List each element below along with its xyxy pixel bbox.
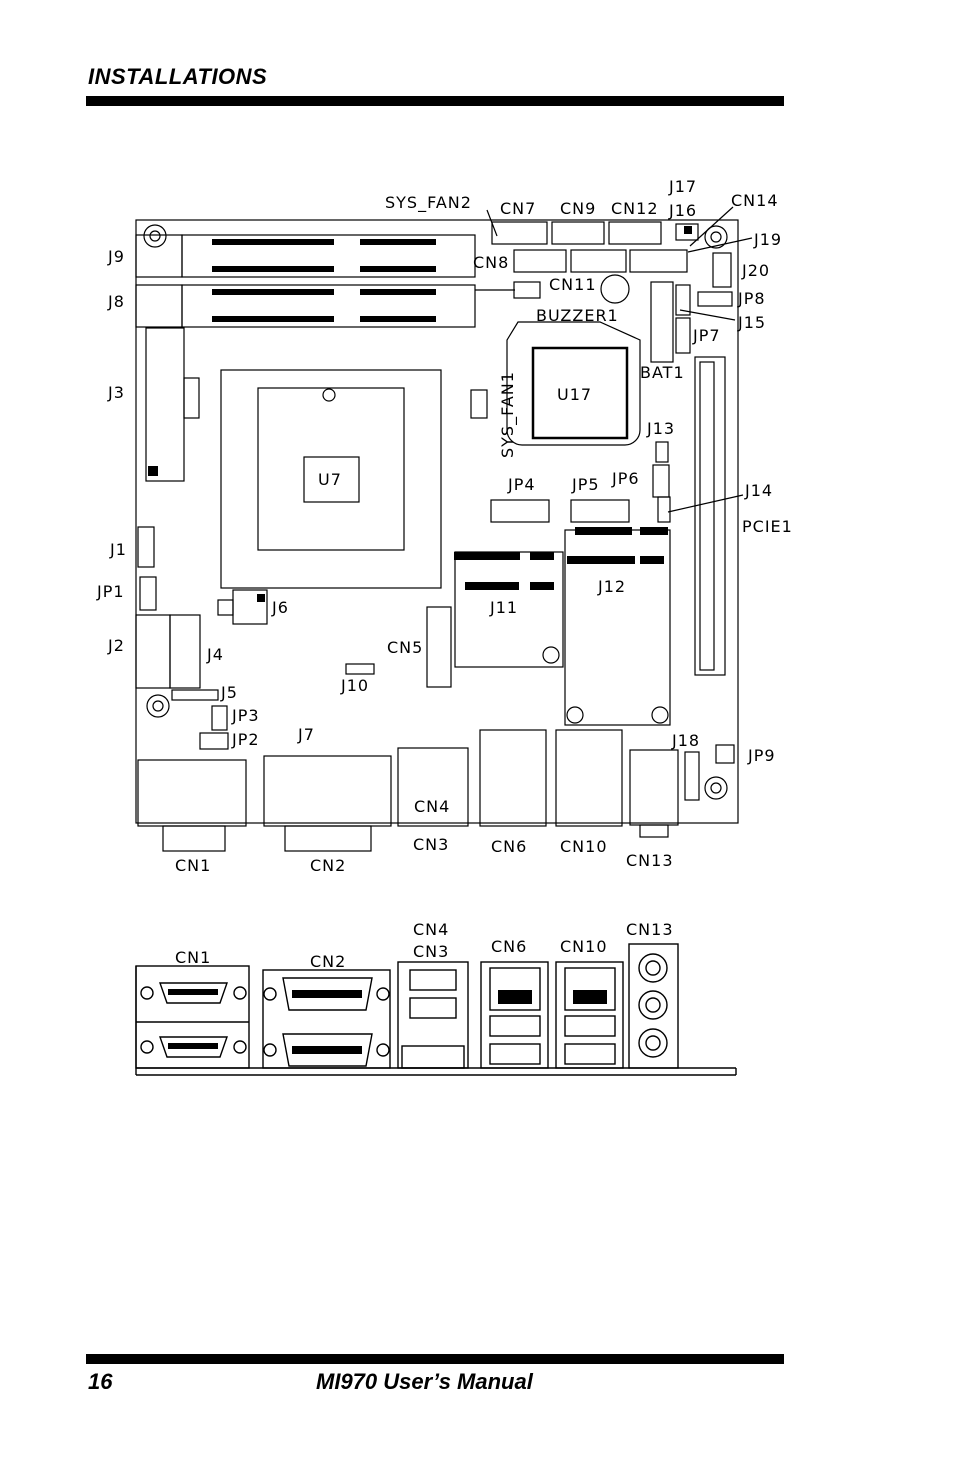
pcie1-slot: [694, 356, 726, 676]
cn11-connector: [570, 249, 627, 273]
label-jp8: JP8: [737, 289, 766, 308]
footer-rule: [86, 1354, 784, 1364]
rear-cn13: [628, 943, 679, 1069]
label-j9: J9: [107, 247, 125, 266]
label-cn4: CN4: [414, 797, 450, 816]
label-j10: J10: [340, 676, 369, 695]
label-j1: J1: [109, 540, 127, 559]
label-j2: J2: [107, 636, 125, 655]
label-j20: J20: [741, 261, 770, 280]
label-cn8: CN8: [473, 253, 509, 272]
label-pcie1: PCIE1: [742, 517, 793, 536]
label-bat1: BAT1: [640, 363, 685, 382]
cpu-socket: [220, 369, 442, 589]
label-cn13: CN13: [626, 851, 674, 870]
label-j19: J19: [753, 230, 782, 249]
u17-heatsink: [506, 321, 641, 446]
label-cn14: CN14: [731, 191, 779, 210]
label-j8: J8: [107, 292, 125, 311]
rear-label-cn3: CN3: [413, 942, 449, 961]
label-jp9: JP9: [747, 746, 776, 765]
jp5: [570, 499, 630, 523]
rear-cn10: [555, 961, 624, 1069]
label-j11: J11: [489, 598, 518, 617]
buzzer: [600, 274, 630, 304]
cn6-body: [479, 729, 547, 827]
label-cn6: CN6: [491, 837, 527, 856]
label-jp2: JP2: [231, 730, 260, 749]
label-j6: J6: [271, 598, 289, 617]
section-header: INSTALLATIONS: [88, 64, 268, 89]
label-sys-fan1: SYS_FAN1: [498, 371, 518, 458]
rear-labels: CN1 CN2 CN4 CN3 CN6 CN10 CN13: [175, 920, 674, 971]
u7-chip: [303, 456, 360, 503]
rear-label-cn6: CN6: [491, 937, 527, 956]
label-jp7: JP7: [692, 326, 721, 345]
label-cn11: CN11: [549, 275, 597, 294]
label-j12: J12: [597, 577, 626, 596]
label-j7: J7: [297, 725, 315, 744]
rear-label-cn10: CN10: [560, 937, 608, 956]
rear-label-cn2: CN2: [310, 952, 346, 971]
page-number: 16: [88, 1369, 113, 1394]
label-jp1: JP1: [96, 582, 125, 601]
cn5-header: [426, 606, 452, 688]
label-jp5: JP5: [571, 475, 600, 494]
label-jp3: JP3: [231, 706, 260, 725]
label-jp6: JP6: [611, 469, 640, 488]
rear-cn2: [262, 969, 391, 1069]
label-j17: J17: [668, 177, 697, 196]
rear-panel: [135, 943, 737, 1076]
label-j14: J14: [744, 481, 773, 500]
cn12-connector: [608, 221, 662, 245]
label-jp4: JP4: [507, 475, 536, 494]
rear-cn1: [135, 965, 250, 1069]
cn7-connector: [491, 221, 548, 245]
cn3-body: [397, 747, 469, 827]
label-cn12: CN12: [611, 199, 659, 218]
label-u7: U7: [318, 470, 342, 489]
label-cn3: CN3: [413, 835, 449, 854]
j2-header: [135, 614, 171, 689]
u17-chip: [531, 346, 629, 440]
label-u17: U17: [557, 385, 592, 404]
rear-cn3-cn4: [397, 961, 469, 1069]
label-cn7: CN7: [500, 199, 536, 218]
manual-title: MI970 User’s Manual: [316, 1369, 533, 1394]
label-cn10: CN10: [560, 837, 608, 856]
bat1: [650, 281, 674, 363]
label-sys-fan2: SYS_FAN2: [385, 193, 472, 213]
label-buzzer1: BUZZER1: [536, 306, 619, 325]
label-cn1: CN1: [175, 856, 211, 875]
rear-label-cn13: CN13: [626, 920, 674, 939]
label-j18: J18: [671, 731, 700, 750]
label-j15: J15: [737, 313, 766, 332]
jp4: [490, 499, 550, 523]
board-labels: SYS_FAN2 CN7 CN9 CN12 J17 J16 CN14 J19 J…: [96, 177, 793, 875]
header-rule: [86, 96, 784, 106]
j3-header: [145, 327, 185, 482]
cn13-body: [629, 749, 679, 826]
label-cn5: CN5: [387, 638, 423, 657]
j4-header: [169, 614, 201, 689]
label-cn9: CN9: [560, 199, 596, 218]
rear-cn6: [480, 961, 549, 1069]
label-cn2: CN2: [310, 856, 346, 875]
label-j4: J4: [206, 645, 224, 664]
rear-label-cn4: CN4: [413, 920, 449, 939]
cn9-connector: [551, 221, 605, 245]
cn14-connector: [629, 249, 688, 273]
cn8-connector: [513, 249, 567, 273]
cn1-body: [137, 759, 247, 827]
label-j16: J16: [668, 201, 697, 220]
cn2-body: [263, 755, 392, 827]
label-j5: J5: [220, 683, 238, 702]
board-outline: [135, 219, 739, 824]
label-j3: J3: [107, 383, 125, 402]
rear-label-cn1: CN1: [175, 948, 211, 967]
label-j13: J13: [646, 419, 675, 438]
cn10-body: [555, 729, 623, 827]
